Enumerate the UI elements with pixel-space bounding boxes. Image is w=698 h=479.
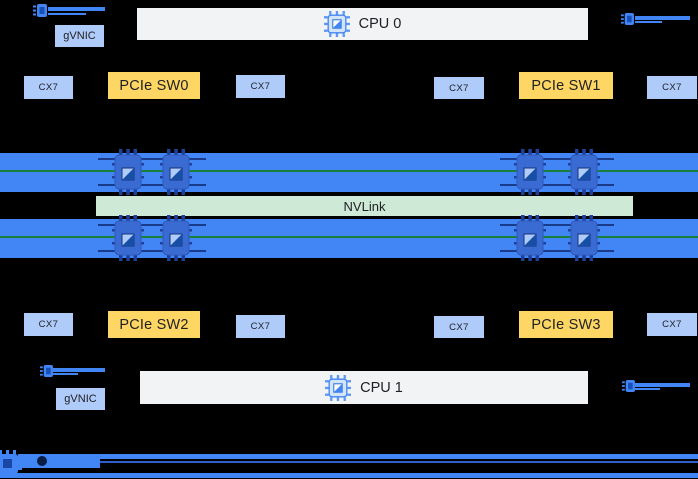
cx7-label: CX7 [449, 82, 469, 94]
network-wire [635, 388, 660, 390]
network-wire [635, 21, 662, 23]
network-rail-line [0, 473, 698, 478]
gvnic-label: gVNIC [64, 393, 97, 405]
network-rail-line [100, 461, 698, 463]
network-plug-icon [33, 4, 47, 17]
nvlink-label: NVLink [343, 198, 386, 214]
network-wire [48, 13, 86, 15]
pcie-trace [500, 158, 614, 160]
network-wire [53, 368, 105, 372]
gpu-chip-icon [514, 215, 546, 261]
nvlink-bus-bar: NVLink [96, 196, 633, 216]
gpu-chip-icon [514, 149, 546, 195]
network-plug-icon [622, 380, 635, 392]
network-wire [635, 383, 690, 387]
cx7-label: CX7 [662, 82, 682, 93]
pcie-trace [500, 224, 614, 226]
pcie-sw3-box: PCIe SW3 [519, 311, 613, 338]
cpu1-box: CPU 1 [140, 371, 588, 404]
network-plug-icon [621, 13, 634, 25]
gpu-chip-icon [568, 149, 600, 195]
nvlink-trace-line [0, 236, 698, 238]
cx7-nic-box: CX7 [647, 76, 697, 99]
cx7-nic-box: CX7 [647, 313, 697, 336]
network-uplink-bottom-right [622, 379, 694, 393]
gpu-chip-icon [568, 215, 600, 261]
pcie-trace [500, 184, 614, 186]
pcie-trace [98, 250, 206, 252]
cx7-label: CX7 [38, 82, 59, 93]
network-uplink-top-right [621, 12, 693, 26]
gvnic-box-bottom: gVNIC [56, 388, 105, 410]
cx7-label: CX7 [449, 321, 469, 333]
network-uplink-top-left [33, 3, 108, 17]
pcie-sw1-box: PCIe SW1 [519, 72, 613, 99]
rail-junction-dot [37, 456, 47, 466]
cx7-label: CX7 [250, 321, 271, 332]
pcie-sw0-box: PCIe SW0 [108, 72, 200, 99]
gpu-chip-icon [112, 215, 144, 261]
gpu-chip-icon [112, 149, 144, 195]
pcie-trace [98, 184, 206, 186]
cx7-nic-box: CX7 [434, 77, 484, 99]
cx7-nic-box: CX7 [24, 313, 73, 336]
network-uplink-bottom-left [40, 364, 110, 378]
cx7-label: CX7 [38, 319, 59, 330]
cx7-nic-box: CX7 [236, 75, 285, 98]
cpu0-box: CPU 0 [137, 8, 588, 40]
cpu-chip-icon [324, 11, 350, 37]
cx7-nic-box: CX7 [236, 315, 285, 338]
network-plug-icon [40, 365, 53, 377]
cx7-label: CX7 [250, 81, 271, 92]
pcie-sw3-label: PCIe SW3 [531, 316, 601, 333]
network-rail-line [18, 454, 698, 459]
gvnic-box-top: gVNIC [55, 25, 104, 47]
gvnic-label: gVNIC [63, 30, 96, 42]
nvlink-trace-line [0, 170, 698, 172]
cpu0-label: CPU 0 [358, 16, 402, 32]
network-wire [635, 16, 690, 20]
pcie-trace [98, 224, 206, 226]
pcie-sw2-label: PCIe SW2 [119, 316, 189, 333]
pcie-sw1-label: PCIe SW1 [531, 77, 601, 94]
pcie-trace [98, 158, 206, 160]
network-wire [53, 373, 78, 375]
network-wire [48, 7, 105, 11]
cx7-nic-box: CX7 [434, 316, 484, 338]
pcie-trace [500, 250, 614, 252]
gpu-chip-icon [160, 215, 192, 261]
cpu1-label: CPU 1 [360, 379, 403, 396]
cx7-label: CX7 [662, 319, 682, 330]
cpu-chip-icon [325, 375, 351, 401]
gpu-chip-icon [160, 149, 192, 195]
pcie-sw2-box: PCIe SW2 [108, 311, 200, 338]
cx7-nic-box: CX7 [24, 76, 73, 99]
pcie-sw0-label: PCIe SW0 [119, 77, 189, 94]
